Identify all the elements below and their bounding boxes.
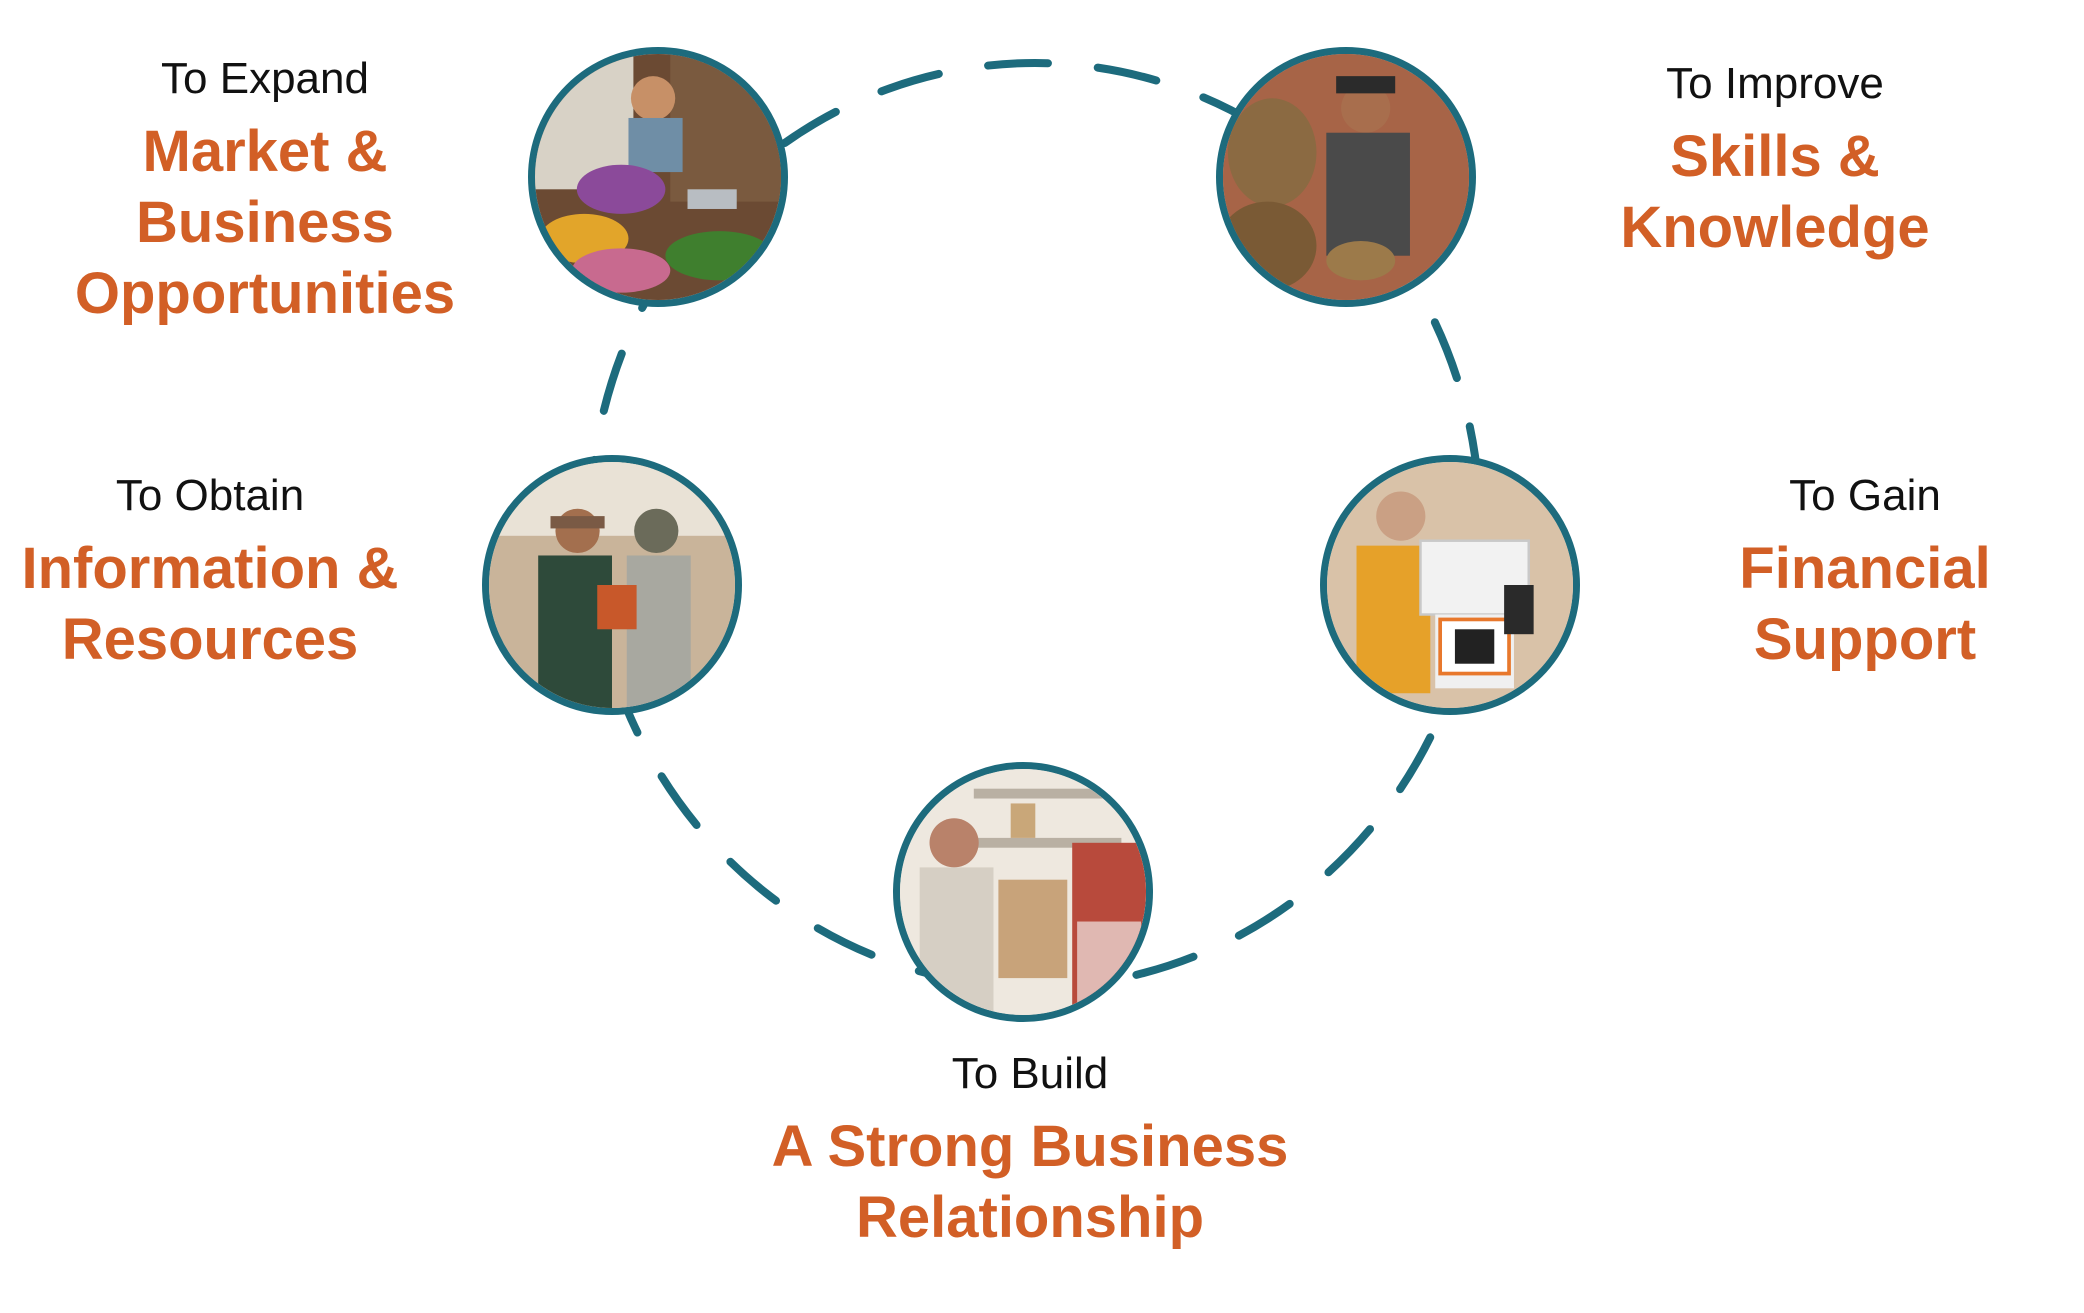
topic-skills-line2: Knowledge <box>1620 195 1930 261</box>
lead-financial: To Gain <box>1789 471 1941 520</box>
topic-information: Information & Resources <box>0 534 420 676</box>
label-information: To Obtain Information & Resources <box>0 471 420 676</box>
topic-relationship: A Strong Business Relationship <box>720 1112 1340 1254</box>
topic-market-line1: Market & <box>142 119 388 185</box>
topic-information-line2: Resources <box>61 607 359 673</box>
topic-financial: Financial Support <box>1665 534 2065 676</box>
topic-relationship-line1: A Strong Business <box>771 1114 1289 1180</box>
topic-skills-line1: Skills & <box>1670 124 1880 190</box>
customer-handoff-photo <box>893 762 1153 1022</box>
label-financial: To Gain Financial Support <box>1665 471 2065 676</box>
label-market: To Expand Market & Business Opportunitie… <box>50 54 480 330</box>
topic-financial-line1: Financial <box>1739 536 1991 602</box>
topic-market: Market & Business Opportunities <box>50 117 480 329</box>
topic-market-line2: Business <box>136 190 394 256</box>
lead-relationship: To Build <box>951 1049 1109 1098</box>
topic-market-line3: Opportunities <box>74 260 456 326</box>
label-relationship: To Build A Strong Business Relationship <box>720 1049 1340 1254</box>
lead-information: To Obtain <box>115 471 305 520</box>
shop-owners-photo <box>482 455 742 715</box>
qr-payment-photo <box>1320 455 1580 715</box>
label-skills: To Improve Skills & Knowledge <box>1565 59 1985 264</box>
topic-information-line1: Information & <box>21 536 399 602</box>
topic-financial-line2: Support <box>1753 607 1977 673</box>
market-vendor-photo <box>528 47 788 307</box>
lead-skills: To Improve <box>1666 59 1884 108</box>
lead-market: To Expand <box>161 54 369 103</box>
topic-skills: Skills & Knowledge <box>1565 122 1985 264</box>
basket-weaver-photo <box>1216 47 1476 307</box>
topic-relationship-line2: Relationship <box>855 1185 1205 1251</box>
